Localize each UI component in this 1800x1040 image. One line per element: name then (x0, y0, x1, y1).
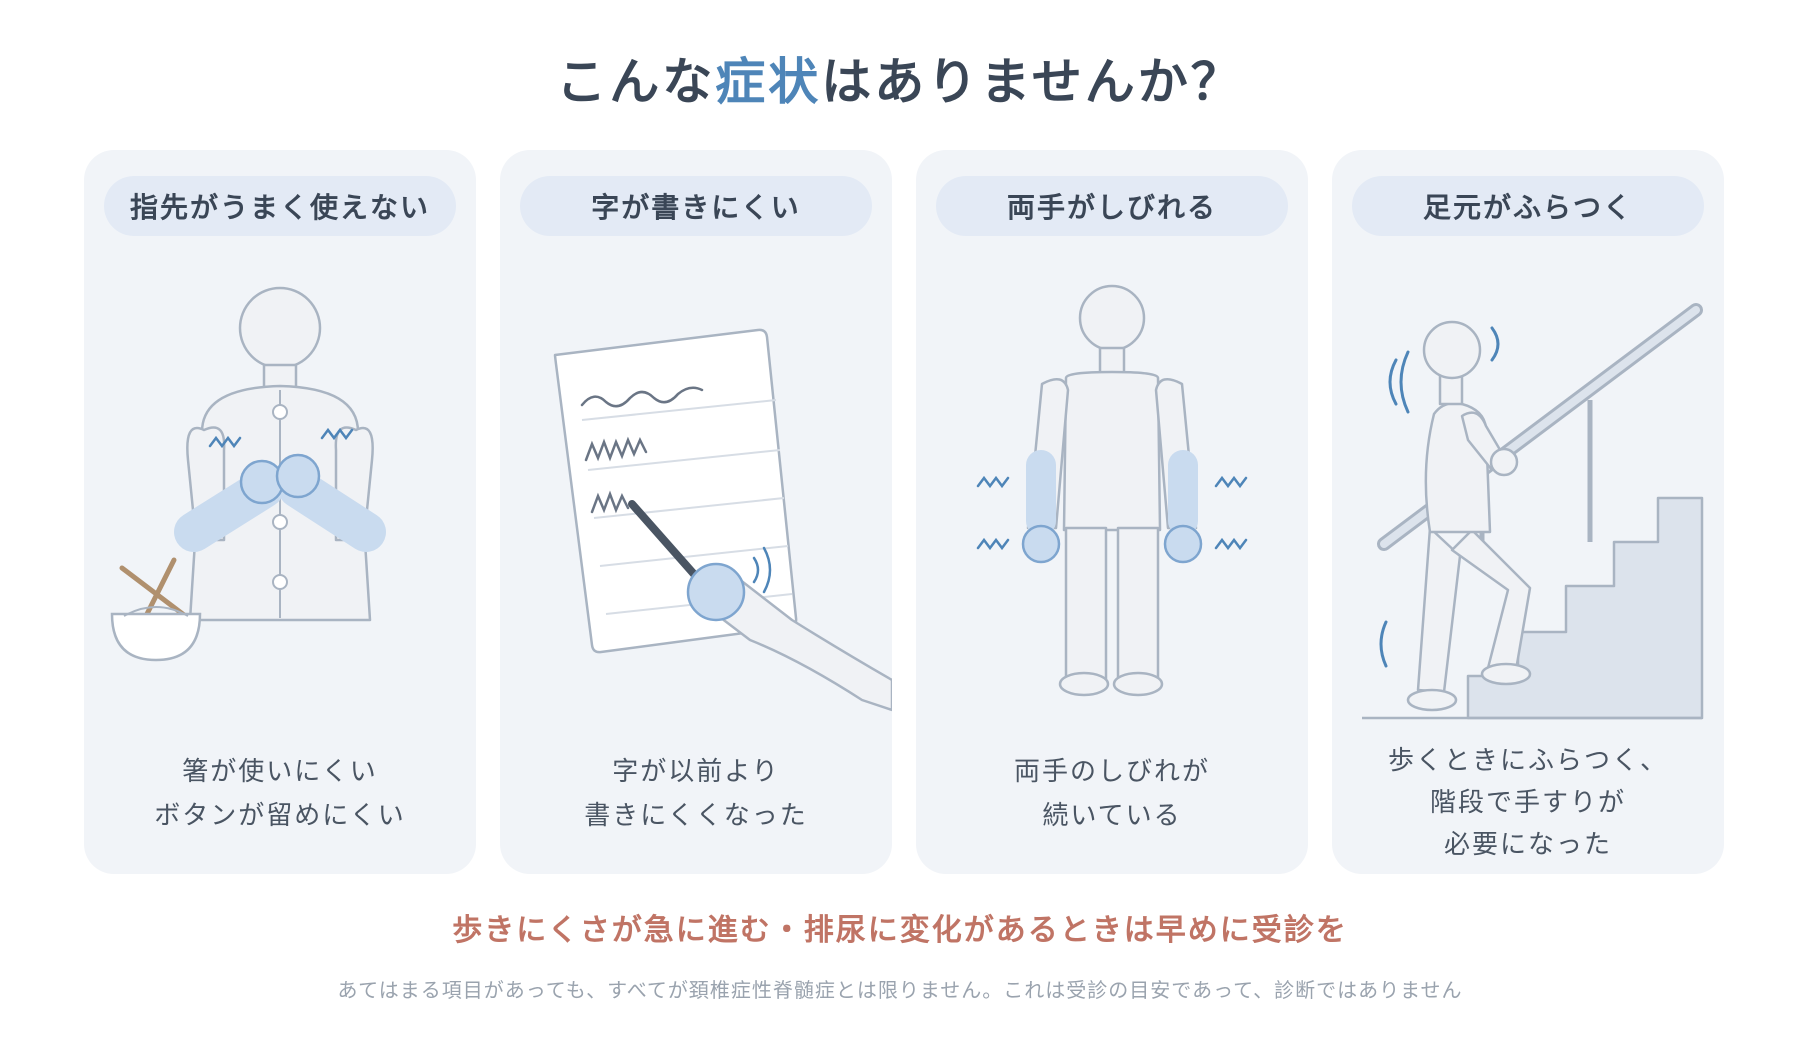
hand-writing-illustration (553, 328, 892, 712)
symptom-description: 箸が使いにくい ボタンが留めにくい (84, 750, 476, 838)
description-line: 書きにくくなった (584, 801, 808, 831)
symptom-card-numbness: 両手がしびれる (916, 150, 1308, 874)
disclaimer-note: あてはまる項目があっても、すべてが頚椎症性脊髄症とは限りません。これは受診の目安… (337, 978, 1463, 1002)
symptom-card-fingers: 指先がうまく使えない (84, 150, 476, 874)
title-accent: 症状 (715, 53, 822, 111)
symptom-label: 字が書きにくい (520, 176, 872, 236)
person-with-chopsticks-illustration (110, 286, 386, 662)
description-line: 箸が使いにくい (182, 757, 378, 787)
symptom-label: 両手がしびれる (936, 176, 1288, 236)
warning-text: 歩きにくさが急に進む・排尿に変化があるときは早めに受診を (452, 913, 1348, 948)
symptom-card-unsteady: 足元がふらつく (1332, 150, 1724, 874)
symptom-cards: 指先がうまく使えない (84, 150, 1724, 874)
symptom-card-writing: 字が書きにくい (500, 150, 892, 874)
description-line: 必要になった (1443, 830, 1612, 860)
person-numb-hands-illustration (976, 284, 1248, 697)
person-on-stairs-illustration (1362, 303, 1704, 720)
description-line: 字が以前より (612, 757, 780, 787)
description-line: 両手のしびれが (1013, 757, 1210, 787)
title-part2: はありませんか？ (821, 53, 1244, 111)
description-line: 階段で手すりが (1429, 788, 1626, 818)
symptom-label: 指先がうまく使えない (104, 176, 456, 236)
symptom-description: 字が以前より 書きにくくなった (500, 750, 892, 838)
description-line: 歩くときにふらつく、 (1387, 746, 1668, 776)
description-line: ボタンが留めにくい (154, 801, 406, 831)
symptom-description: 歩くときにふらつく、 階段で手すりが 必要になった (1332, 740, 1724, 866)
description-line: 続いている (1042, 801, 1182, 831)
page-title: こんな症状はありませんか？ (0, 42, 1800, 114)
symptom-description: 両手のしびれが 続いている (916, 750, 1308, 838)
symptom-label: 足元がふらつく (1352, 176, 1704, 236)
title-part1: こんな (556, 53, 716, 111)
